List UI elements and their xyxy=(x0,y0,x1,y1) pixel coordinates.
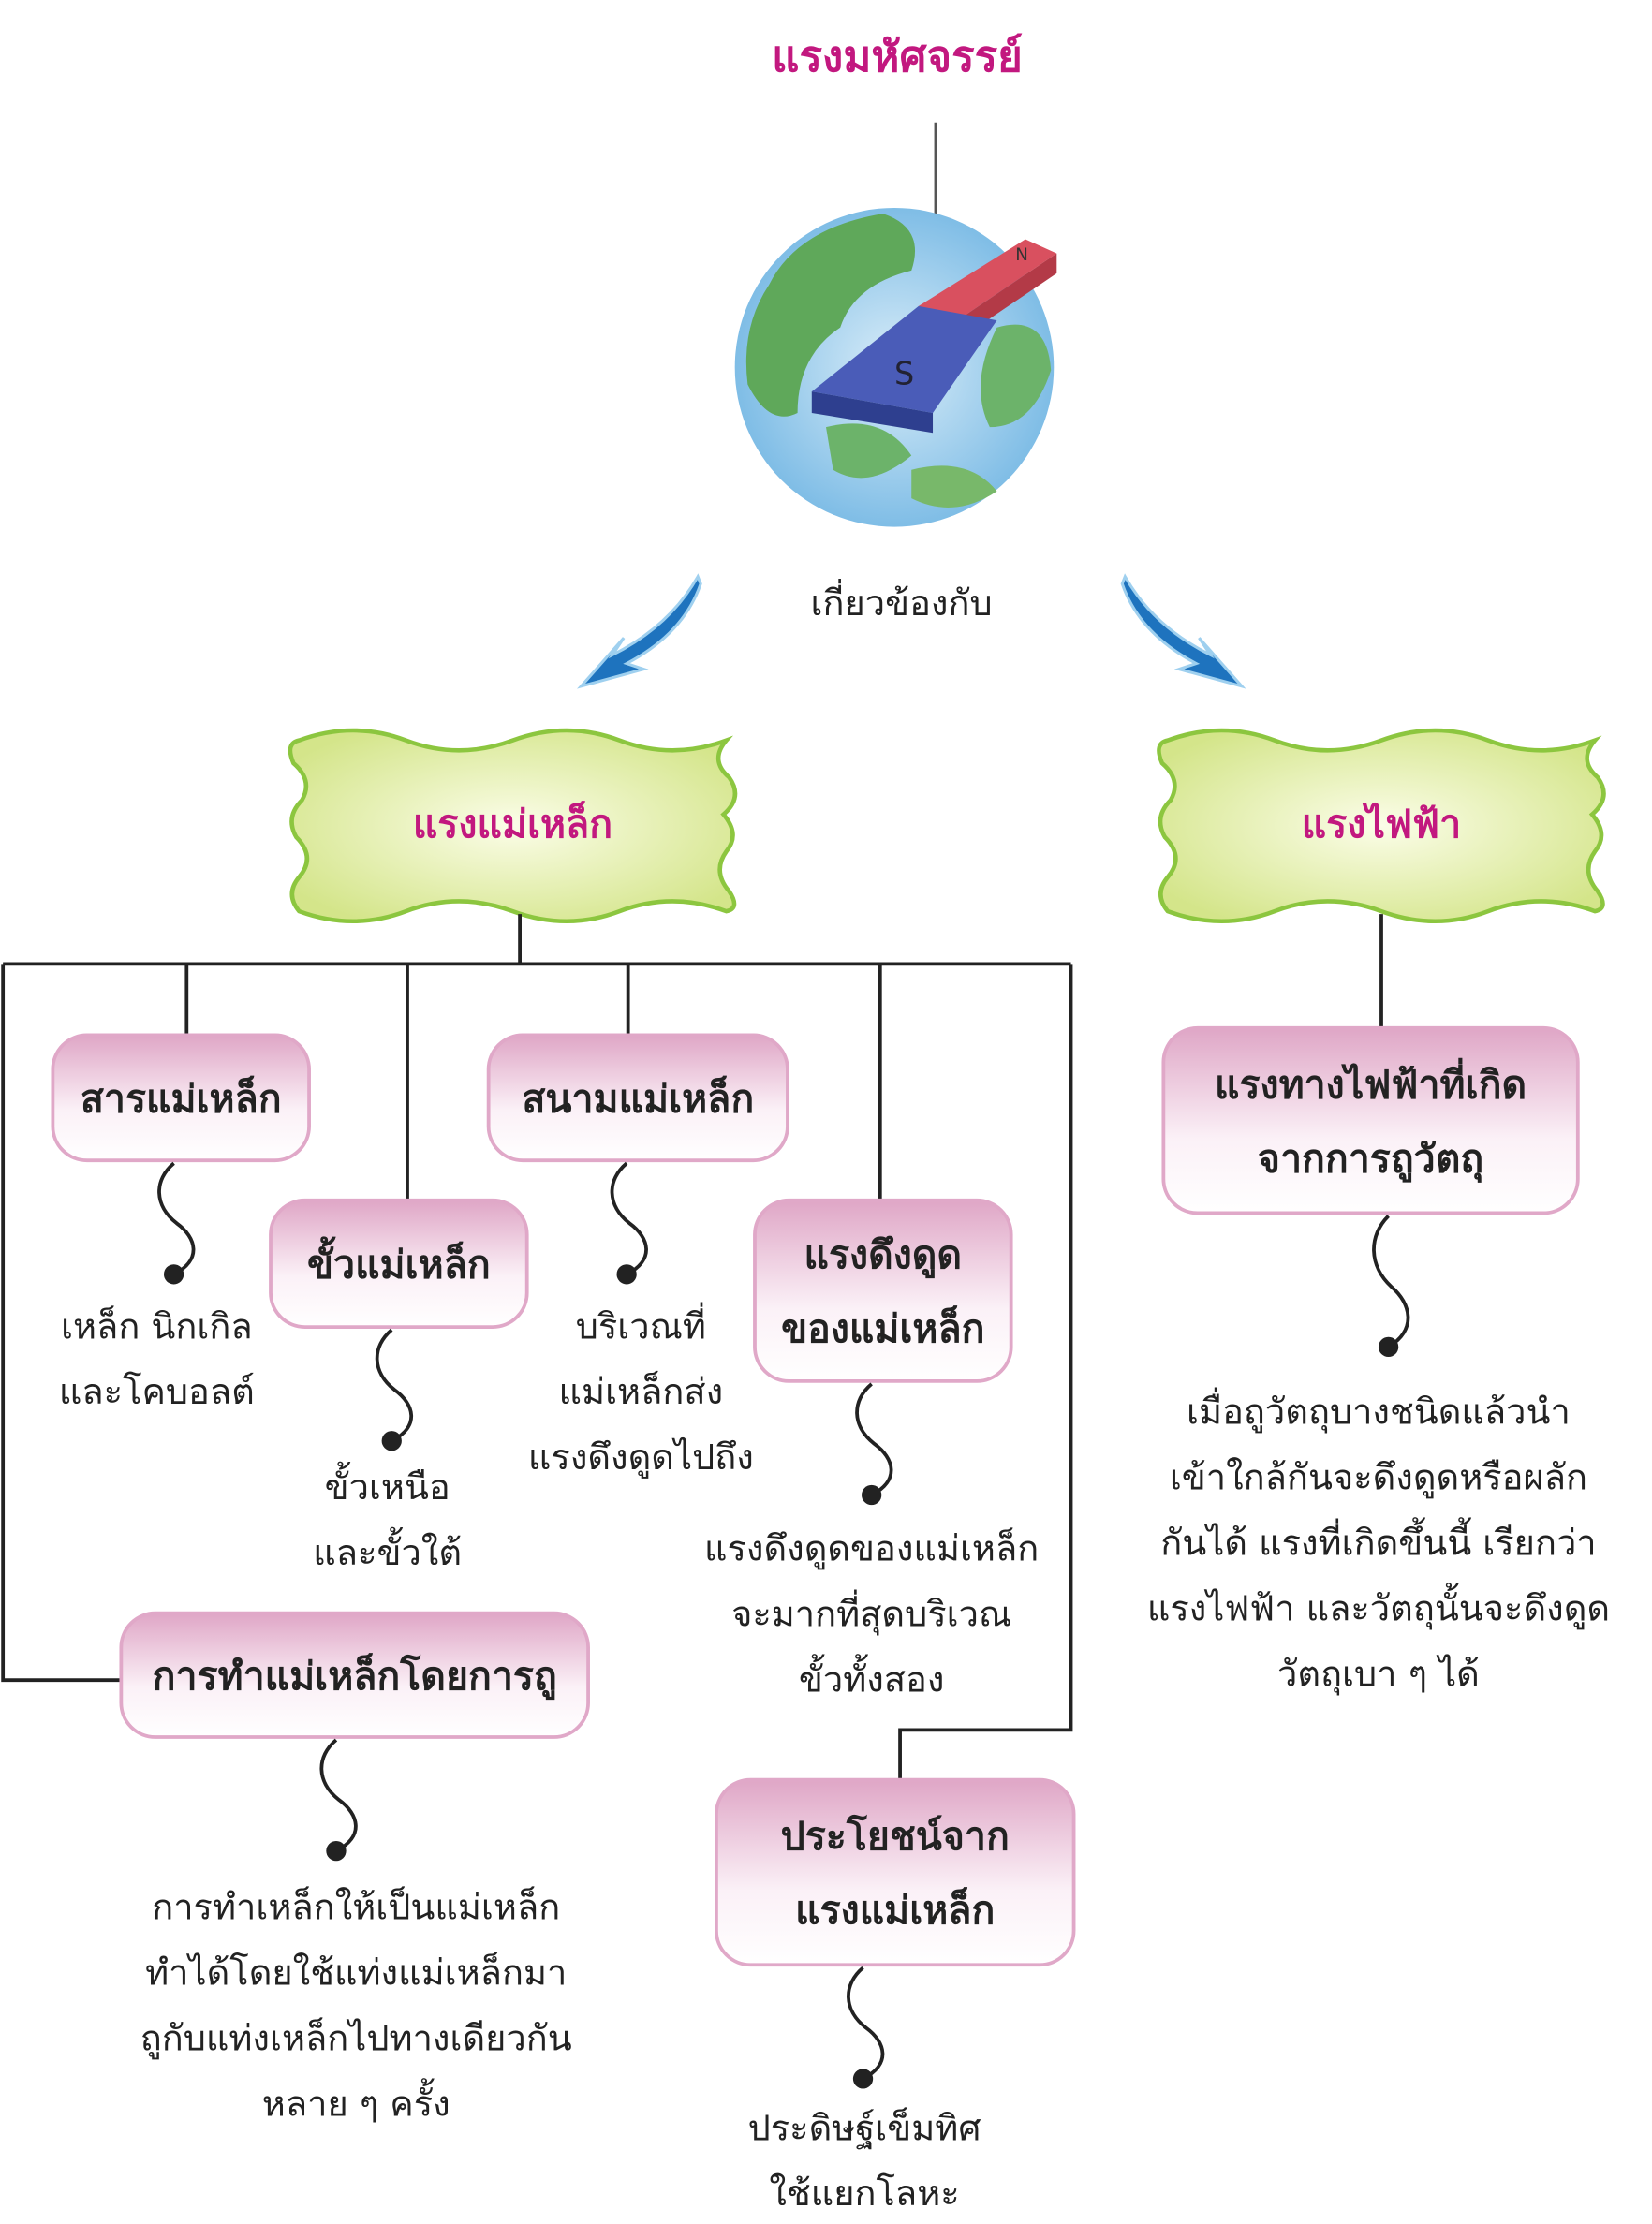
topic-description-line: ทำได้โดยใช้แท่งแม่เหล็กมา xyxy=(145,1952,567,1994)
topic-description-line: ขั้วเหนือ xyxy=(325,1461,450,1508)
branch-electric-label: แรงไฟฟ้า xyxy=(1302,802,1461,847)
magnet-south-label: S xyxy=(894,356,914,392)
topic-box xyxy=(1161,1025,1580,1215)
diagram-title: แรงมหัศจรรย์ xyxy=(772,32,1023,81)
topic-description-line: แรงดึงดูดของแม่เหล็ก xyxy=(704,1526,1039,1569)
topic-label: การทำแม่เหล็กโดยการถู xyxy=(153,1653,557,1701)
topic-description-line: และโคบอลต์ xyxy=(59,1371,255,1412)
squiggle-connector xyxy=(1372,1215,1410,1349)
squiggle-connector xyxy=(847,1966,885,2081)
branch-magnetic-label: แรงแม่เหล็ก xyxy=(413,801,612,847)
topic-description-line: แรงดึงดูดไปถึง xyxy=(528,1436,754,1479)
bullet-dot-icon xyxy=(1378,1336,1399,1358)
squiggle-connector xyxy=(319,1738,358,1853)
topic-label: สารแม่เหล็ก xyxy=(81,1076,282,1122)
topic-node: แรงดึงดูดของแม่เหล็กแรงดึงดูดของแม่เหล็ก… xyxy=(704,1198,1039,1700)
bullet-dot-icon xyxy=(381,1431,402,1451)
squiggle-connector xyxy=(375,1328,414,1443)
topic-description-line: เหล็ก นิกเกิล xyxy=(61,1304,253,1347)
topic-box xyxy=(51,1033,311,1163)
topic-description-line: แรงไฟฟ้า และวัตถุนั้นจะดึงดูด xyxy=(1147,1582,1610,1629)
magnet-north-label: N xyxy=(1015,245,1028,265)
squiggle-connector xyxy=(855,1382,893,1497)
topic-description-line: วัตถุเบา ๆ ได้ xyxy=(1277,1653,1480,1695)
topic-description-line: บริเวณที่ xyxy=(576,1302,706,1347)
topic-description-line: ถูกับแท่งเหล็กไปทางเดียวกัน xyxy=(140,2017,572,2060)
squiggle-connector xyxy=(610,1161,648,1276)
branch-electric-force: แรงไฟฟ้า xyxy=(1158,730,1603,921)
topic-description-line: เข้าใกล้กันจะดึงดูดหรือผลัก xyxy=(1170,1456,1587,1498)
topic-label: แรงดึงดูด xyxy=(804,1232,963,1279)
topic-description-line: ใช้แยกโลหะ xyxy=(769,2172,959,2214)
bullet-dot-icon xyxy=(326,1840,347,1862)
topic-description-line: ขั้วทั้งสอง xyxy=(799,1653,945,1700)
topic-label: ขั้วแม่เหล็ก xyxy=(307,1236,491,1288)
topic-label: ประโยชน์จาก xyxy=(781,1814,1010,1859)
topic-description-line: แม่เหล็กส่ง xyxy=(559,1370,724,1412)
bullet-dot-icon xyxy=(852,2069,874,2089)
topic-label: แรงทางไฟฟ้าที่เกิด xyxy=(1215,1057,1527,1107)
bullet-dot-icon xyxy=(616,1264,637,1285)
topic-label: สนามแม่เหล็ก xyxy=(522,1076,754,1122)
topic-node: การทำแม่เหล็กโดยการถูการทำเหล็กให้เป็นแม… xyxy=(119,1611,590,2124)
topic-box xyxy=(486,1033,789,1163)
squiggle-connector xyxy=(157,1161,196,1276)
topic-node: สนามแม่เหล็กบริเวณที่แม่เหล็กส่งแรงดึงดู… xyxy=(486,1033,789,1479)
topic-box xyxy=(753,1198,1013,1383)
topic-description-line: การทำเหล็กให้เป็นแม่เหล็ก xyxy=(152,1886,560,1928)
topic-label: ของแม่เหล็ก xyxy=(781,1305,984,1351)
topic-box xyxy=(715,1777,1076,1967)
arrow-left-icon xyxy=(576,573,702,689)
topic-description-line: เมื่อถูวัตถุบางชนิดแล้วนำ xyxy=(1187,1387,1571,1433)
topic-description-line: ประดิษฐ์เข็มทิศ xyxy=(748,2106,981,2149)
topic-description-line: หลาย ๆ ครั้ง xyxy=(262,2077,450,2124)
arrow-right-icon xyxy=(1120,573,1246,689)
bar-magnet-icon: N S xyxy=(811,239,1057,434)
topic-node: ประโยชน์จากแรงแม่เหล็กประดิษฐ์เข็มทิศใช้… xyxy=(715,1777,1076,2214)
globe-magnet-illustration: N S xyxy=(734,122,1057,527)
topic-label: จากการถูวัตถุ xyxy=(1258,1136,1483,1183)
topic-label: แรงแม่เหล็ก xyxy=(795,1887,995,1933)
bullet-dot-icon xyxy=(163,1264,184,1285)
topic-node: แรงทางไฟฟ้าที่เกิดจากการถูวัตถุเมื่อถูวั… xyxy=(1147,1025,1610,1695)
topic-description-line: กันได้ แรงที่เกิดขึ้นนี้ เรียกว่า xyxy=(1160,1516,1596,1563)
topic-description-line: จะมากที่สุดบริเวณ xyxy=(731,1589,1011,1635)
connector-label: เกี่ยวข้องกับ xyxy=(811,579,993,624)
connector-lines xyxy=(1,914,1383,1780)
topic-box xyxy=(119,1611,590,1739)
branch-magnetic-force: แรงแม่เหล็ก xyxy=(290,730,735,921)
bullet-dot-icon xyxy=(862,1484,882,1506)
topic-description-line: และขั้วใต้ xyxy=(313,1526,462,1573)
topic-box xyxy=(269,1198,529,1329)
